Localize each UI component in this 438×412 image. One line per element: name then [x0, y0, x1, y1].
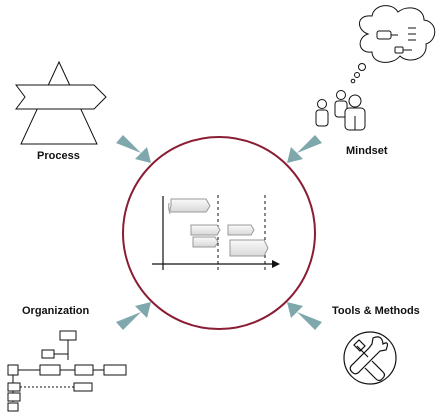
wrench-screwdriver-icon [343, 331, 397, 385]
label-organization: Organization [22, 305, 90, 317]
arrow-from-organization [116, 302, 151, 330]
arrow-from-tools [287, 302, 322, 330]
gantt-bars [168, 198, 269, 257]
label-mindset: Mindset [346, 145, 388, 157]
people-thinking-icon [315, 5, 436, 131]
label-process: Process [37, 150, 80, 162]
label-tools-methods: Tools & Methods [332, 305, 420, 317]
arrow-from-process [116, 135, 151, 163]
org-chart-icon [7, 330, 127, 412]
central-circle [122, 136, 316, 330]
arrow-from-mindset [287, 135, 322, 163]
process-flow-icon [15, 60, 107, 145]
